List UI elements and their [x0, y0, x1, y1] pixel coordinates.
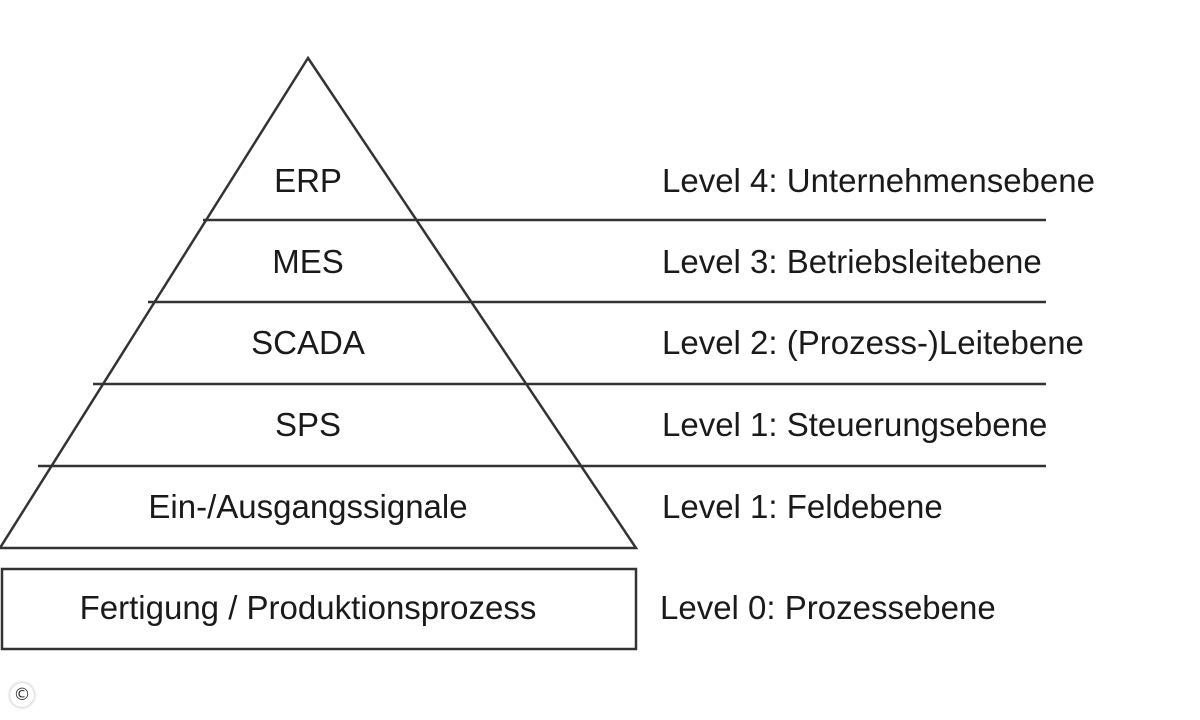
- process-base-box: [0, 567, 638, 651]
- pyramid-label-mes: MES: [272, 243, 344, 280]
- pyramid-label-erp: ERP: [274, 162, 342, 199]
- level-description-4: Level 4: Unternehmensebene: [662, 162, 1095, 199]
- level-description-0: Level 0: Prozessebene: [660, 589, 996, 626]
- level-description-1-control: Level 1: Steuerungsebene: [662, 406, 1047, 443]
- level-description-3: Level 3: Betriebsleitebene: [662, 243, 1042, 280]
- process-base-label: Fertigung / Produktionsprozess: [80, 589, 537, 626]
- pyramid-label-io-signals: Ein-/Ausgangssignale: [148, 488, 467, 525]
- level-description-1-field: Level 1: Feldebene: [662, 488, 943, 525]
- pyramid-label-sps: SPS: [275, 406, 341, 443]
- pyramid-label-scada: SCADA: [251, 324, 365, 361]
- copyright-icon: ©: [10, 683, 34, 707]
- level-description-2: Level 2: (Prozess-)Leitebene: [662, 324, 1084, 361]
